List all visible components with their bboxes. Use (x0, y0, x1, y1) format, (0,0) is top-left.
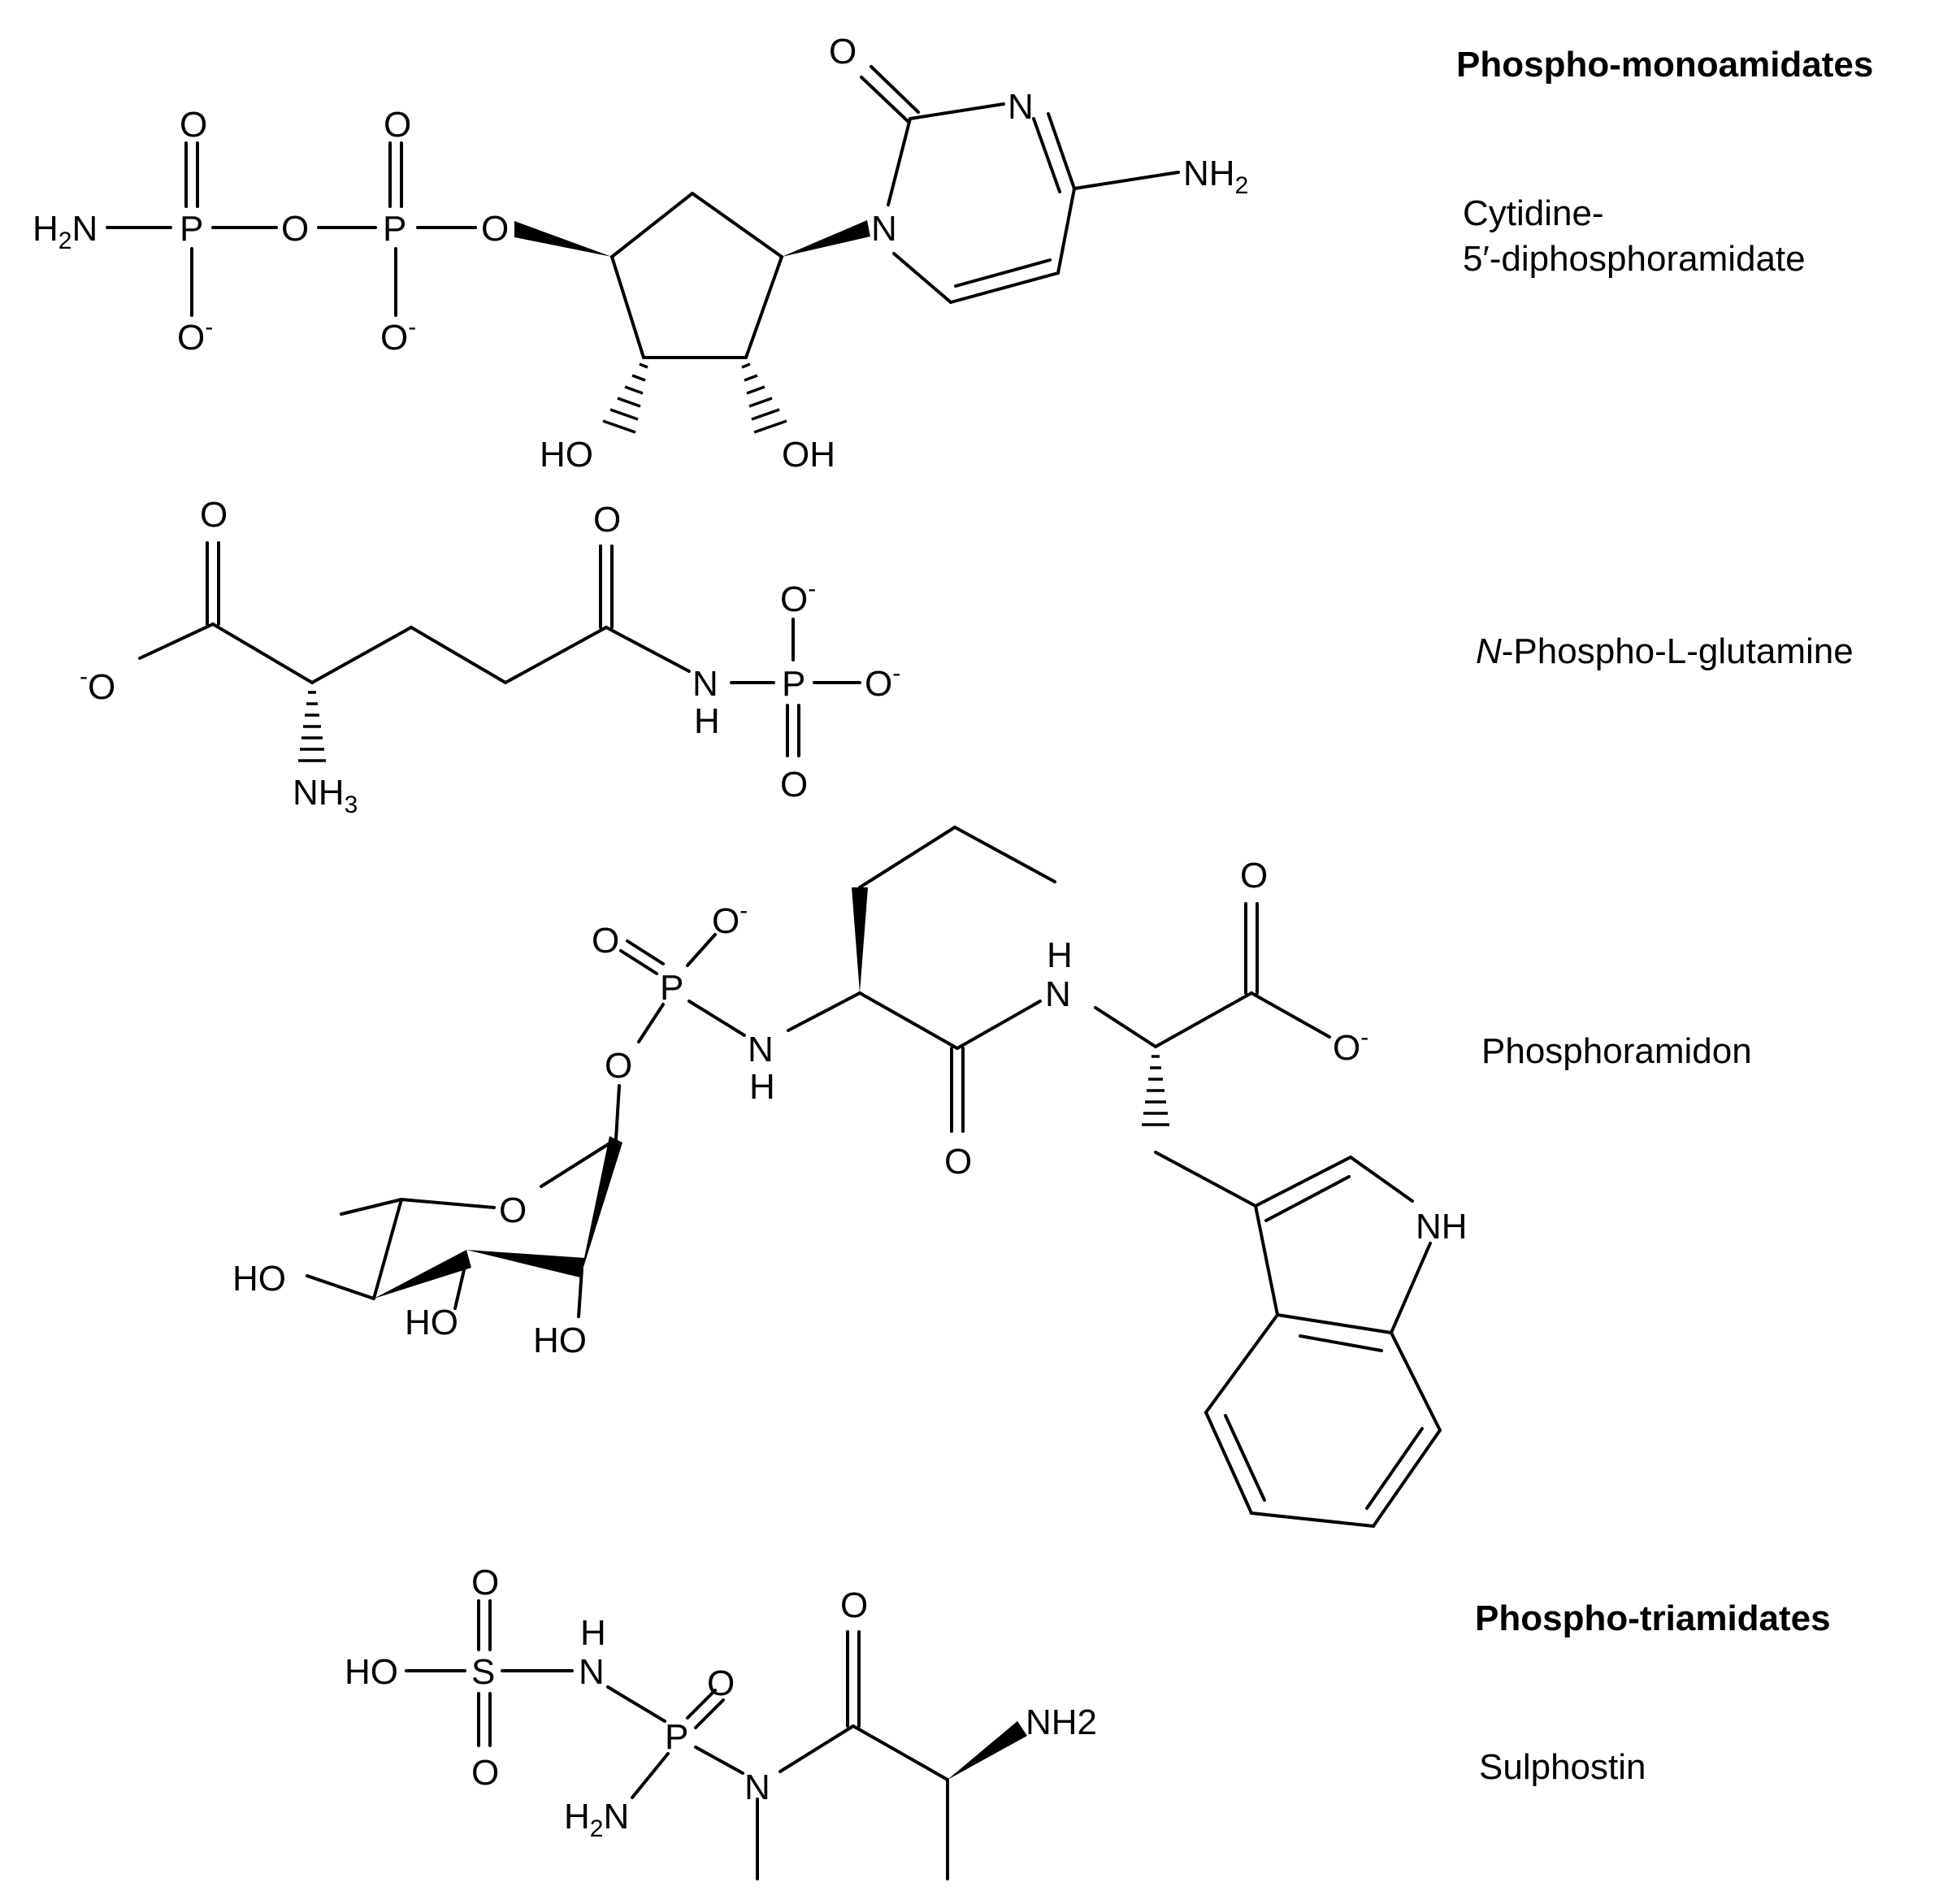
atom-o-p-sulphostin: O (707, 1663, 735, 1703)
molecule-n-phospho-l-glutamine: -O O O NH3 N H P O- O- O (80, 495, 900, 818)
atom-n-phosphoramide: N (748, 1030, 774, 1069)
atom-o-ester: O (481, 209, 509, 249)
italic-n-prefix: N (1476, 631, 1502, 671)
atom-nh-indole: NH (1416, 1207, 1468, 1247)
atom-o-glycosidic: O (605, 1046, 632, 1086)
atom-o-p-double: O (592, 921, 619, 961)
atom-n-methyl: N (744, 1767, 770, 1807)
atom-n-amide: N (692, 664, 718, 704)
atom-nh2-sulphostin: NH2 (1026, 1702, 1097, 1742)
atom-o-minus-p-top: O- (780, 575, 816, 619)
atom-o-p2-top: O (384, 105, 411, 145)
atom-n1-pyrimidine: N (871, 209, 897, 249)
atom-ho-sulfonic: HO (345, 1652, 398, 1692)
atom-ho-sugar-c2: HO (533, 1321, 587, 1360)
atom-o-minus-phosphoramidon: O- (712, 897, 748, 941)
caption-cytidine-line1: Cytidine- (1463, 193, 1604, 233)
atom-h-phosphoramide: H (749, 1067, 775, 1107)
atom-o-s-bottom: O (471, 1753, 499, 1793)
atom-h-peptide: H (1047, 935, 1073, 975)
molecule-cytidine-diphosphoramidate: H2N P O P O O O O- O- N N O NH2 HO OH (33, 32, 1248, 475)
atom-o-bridge: O (281, 209, 309, 249)
heading-phospho-monoamidates: Phospho-monoamidates (1456, 45, 1873, 85)
atom-o-minus-p2: O- (380, 314, 416, 358)
atom-p2: P (383, 209, 406, 249)
atom-p-glutamine: P (782, 664, 805, 704)
atom-o-s-top: O (471, 1563, 499, 1603)
molecule-phosphoramidon: O O- P O N H O H N O O- NH O HO HO HO (232, 826, 1468, 1528)
atom-h2n-left: H2N (33, 209, 98, 254)
atom-o-carbonyl-pyrimidine: O (829, 32, 857, 72)
caption-n-phospho-l-glutamine: N-Phospho-L-glutamine (1476, 631, 1854, 671)
atom-o-minus-p1: O- (177, 314, 213, 358)
atom-p-sulphostin: P (665, 1717, 688, 1757)
atom-nh2-pyrimidine: NH2 (1183, 154, 1248, 199)
caption-cytidine-line2: 5′-diphosphoramidate (1463, 239, 1806, 279)
atom-ho-left: HO (540, 435, 593, 475)
atom-s: S (471, 1652, 495, 1692)
atom-n-peptide: N (1045, 974, 1071, 1014)
atom-p1: P (180, 209, 203, 249)
caption-sulphostin: Sulphostin (1479, 1747, 1646, 1787)
caption-phosphoramidon: Phosphoramidon (1481, 1031, 1752, 1071)
atom-nh3: NH3 (293, 773, 358, 818)
captions: Phospho-monoamidates Cytidine- 5′-diphos… (1456, 45, 1873, 1787)
atom-o-minus-p-right: O- (865, 660, 900, 704)
atom-h-amide: H (694, 701, 720, 741)
atom-o-p-bottom: O (780, 765, 808, 805)
molecule-sulphostin: HO S O O H N P O H2N N O NH2 (345, 1563, 1097, 1880)
atom-p-phosphoramidon: P (660, 968, 683, 1008)
atom-o-amide: O (593, 500, 621, 540)
hashed-bond-nh3 (298, 691, 326, 762)
atom-h2n-sulphostin: H2N (564, 1797, 629, 1842)
atom-o-minus-carboxylate-trp: O- (1333, 1024, 1368, 1068)
atom-o-amide-sulphostin: O (840, 1585, 868, 1625)
hashed-bond-left-oh (602, 362, 648, 434)
atom-o-p1-top: O (180, 105, 207, 145)
caption-n-phospho-rest: -Phospho-L-glutamine (1502, 631, 1854, 671)
atom-o-minus-carboxylate: -O (80, 663, 115, 707)
atom-o-ring-sugar: O (499, 1191, 527, 1230)
atom-h-sulfamide: H (580, 1613, 606, 1653)
hashed-bond-right-oh (741, 362, 787, 434)
atom-n-sulfamide: N (579, 1652, 605, 1692)
atom-o-carboxyl-trp: O (1240, 856, 1268, 896)
atom-oh-right: OH (782, 435, 835, 475)
atom-o-amide-phosphoramidon: O (944, 1142, 972, 1182)
atom-o-carboxyl: O (200, 495, 228, 535)
hashed-bond-tryptophan (1142, 1055, 1169, 1126)
atom-n3-pyrimidine: N (1008, 87, 1034, 127)
heading-phospho-triamidates: Phospho-triamidates (1475, 1598, 1831, 1638)
atom-ho-sugar-c4: HO (232, 1259, 286, 1299)
atom-ho-sugar-c3: HO (405, 1303, 458, 1342)
